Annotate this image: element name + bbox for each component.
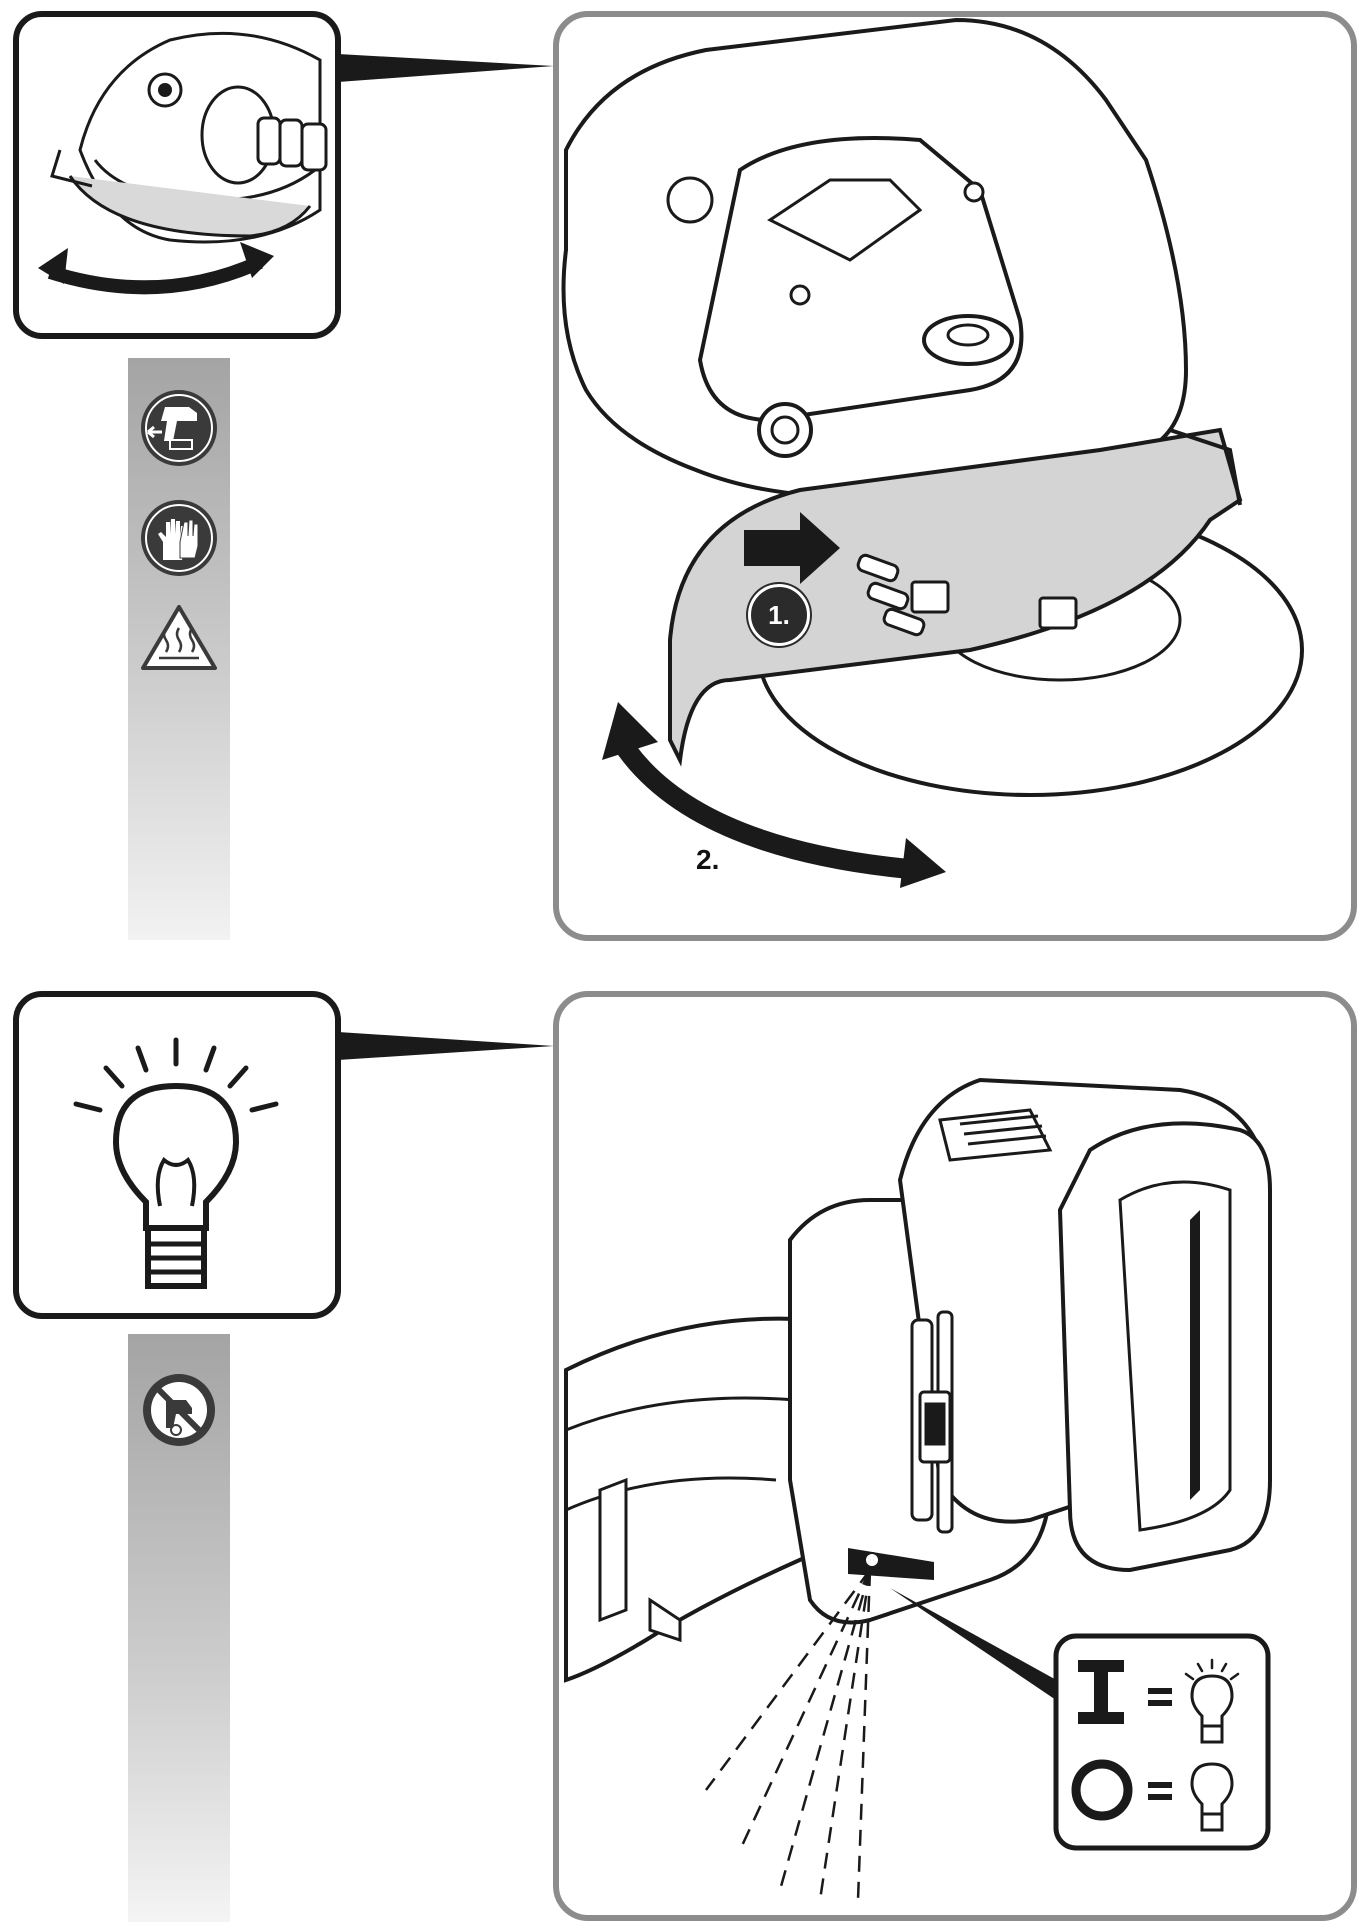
- step-2-label: 2.: [696, 844, 720, 875]
- callout-pointer-bottom: [338, 1032, 554, 1060]
- remove-battery-icon: [141, 390, 217, 466]
- light-switch-legend: [1053, 1633, 1271, 1851]
- bulb-on-icon: [1184, 1658, 1240, 1744]
- equals-sign-on: [1148, 1688, 1172, 1706]
- push-lever-arrow: [744, 512, 840, 584]
- on-symbol: [1078, 1660, 1124, 1724]
- no-battery-needed-icon: [143, 1374, 215, 1446]
- bulb-off-icon: [1190, 1762, 1234, 1832]
- step-1-label: 1.: [748, 584, 810, 646]
- rotate-guard-arrow: [602, 702, 658, 760]
- lightbulb-thumbnail: [13, 991, 341, 1319]
- guard-adjustment-panel: [553, 11, 1357, 941]
- light-beam: [704, 1569, 872, 1901]
- wear-gloves-icon: [141, 500, 217, 576]
- equals-sign-off: [1148, 1782, 1172, 1800]
- guard-rotation-thumbnail: [13, 11, 341, 339]
- callout-pointer-top: [338, 54, 554, 82]
- off-symbol: [1071, 1759, 1133, 1821]
- hot-surface-warning-icon: [141, 605, 217, 670]
